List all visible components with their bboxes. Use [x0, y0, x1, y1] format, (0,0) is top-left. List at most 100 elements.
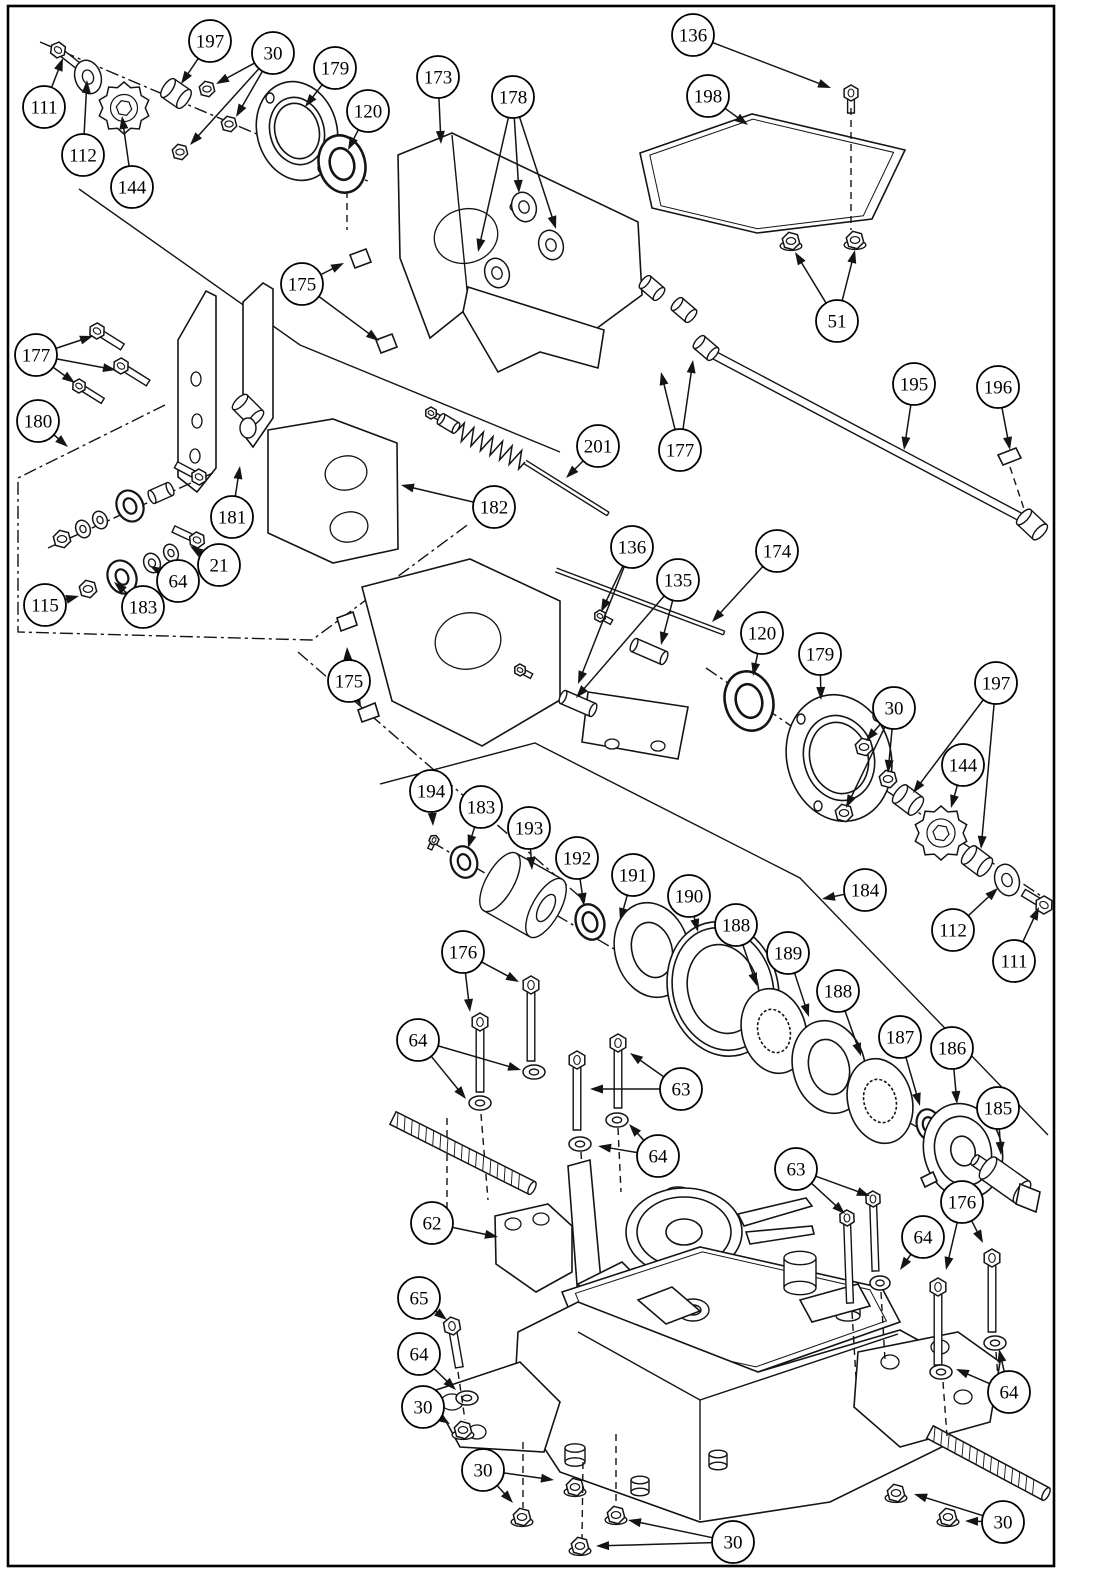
coupler-hex-icon	[1015, 1182, 1041, 1214]
leader-arrow-icon	[576, 685, 588, 698]
page-border	[6, 4, 1056, 1568]
leader-arrow-icon	[467, 834, 477, 848]
callout-112: 112	[931, 888, 998, 952]
callout-64: 64	[900, 1215, 945, 1270]
callout-circle	[878, 1015, 922, 1059]
callout-circle	[156, 559, 200, 603]
callout-64: 64	[396, 1018, 521, 1099]
callout-label: 112	[69, 146, 97, 167]
bolt-65-icon	[442, 1316, 464, 1369]
leader-arrow-icon	[846, 794, 856, 808]
nut-30-icon	[220, 115, 238, 133]
callout-circle	[401, 1385, 445, 1429]
leader-line	[947, 1222, 958, 1260]
callout-circle	[974, 661, 1018, 705]
callout-label: 180	[24, 412, 53, 433]
spring-201-icon	[457, 420, 526, 472]
bushing-197a-icon	[159, 77, 193, 110]
callout-circle	[940, 1180, 984, 1224]
callout-circle	[981, 1500, 1025, 1544]
leader-line	[793, 972, 807, 1007]
callout-circle	[491, 75, 535, 119]
dash-bolt-drop	[480, 1113, 489, 1201]
callout-circle	[22, 85, 66, 129]
leader-arrow-icon	[659, 631, 669, 645]
leader-line	[844, 1010, 859, 1046]
callout-label: 194	[417, 782, 446, 803]
leader-arrow-icon	[690, 918, 700, 932]
washer-64-icon	[568, 1136, 592, 1152]
callout-label: 181	[218, 508, 247, 529]
leader-line	[433, 1368, 449, 1383]
callout-label: 64	[1000, 1383, 1020, 1404]
leader-arrow-icon	[659, 372, 669, 386]
callout-circle	[397, 1332, 441, 1376]
callout-circle	[930, 1026, 974, 1070]
callout-label: 184	[851, 881, 880, 902]
dash-bolt-drop	[942, 1381, 948, 1437]
leader-line	[924, 1496, 984, 1517]
callout-circle	[931, 908, 975, 952]
leader-line	[904, 404, 912, 440]
leader-line	[496, 1485, 507, 1496]
leader-line	[1000, 1359, 1005, 1372]
callout-181: 181	[210, 466, 254, 539]
nut-30-icon	[563, 1477, 587, 1498]
leader-arrow-icon	[65, 595, 79, 604]
dash-196	[1009, 466, 1026, 513]
bolt-136b-icon	[513, 663, 534, 680]
leader-arrow-icon	[601, 598, 611, 612]
callout-circle	[461, 1448, 505, 1492]
callout-192: 192	[555, 836, 599, 906]
leader-arrow-icon	[628, 1518, 642, 1528]
callout-186: 186	[930, 1026, 974, 1104]
clip-175-icon	[336, 610, 358, 633]
leader-arrow-icon	[500, 1490, 513, 1503]
clutch-tab-icon	[919, 1170, 939, 1189]
callout-195: 195	[892, 362, 936, 450]
leader-arrow-icon	[852, 1042, 861, 1056]
leader-arrow-icon	[629, 1124, 642, 1137]
leader-line	[638, 1521, 713, 1539]
leader-line	[605, 565, 624, 603]
leader-line	[1001, 407, 1009, 440]
callout-circle	[611, 853, 655, 897]
leader-line	[352, 129, 360, 141]
leader-arrow-icon	[236, 103, 247, 117]
callout-64: 64	[397, 1332, 456, 1390]
pivot-ell-icon	[239, 417, 257, 439]
callout-circle	[667, 874, 711, 918]
leader-line	[919, 699, 984, 785]
washer-178-icon	[510, 191, 538, 223]
nut-30-icon	[198, 80, 216, 98]
fitting-194-icon	[426, 834, 440, 851]
callout-190: 190	[667, 874, 711, 932]
callout-label: 177	[666, 441, 695, 462]
callout-label: 64	[649, 1147, 669, 1168]
leader-arrow-icon	[435, 130, 445, 144]
callout-187: 187	[878, 1015, 922, 1106]
leader-line	[608, 1147, 638, 1154]
leader-line	[712, 41, 822, 85]
clip-175-icon	[374, 332, 399, 355]
bearing-192-icon	[574, 903, 606, 941]
nut-30-icon	[604, 1505, 628, 1526]
callout-111: 111	[992, 907, 1039, 983]
rod-201-icon	[523, 459, 610, 517]
callout-188: 188	[816, 969, 861, 1056]
leader-line	[841, 260, 854, 301]
callout-circle	[843, 868, 887, 912]
callout-173: 173	[416, 55, 460, 144]
leader-arrow-icon	[965, 1516, 979, 1526]
nut-51-icon	[779, 231, 803, 252]
leader-arrow-icon	[505, 971, 519, 982]
callout-label: 177	[22, 346, 51, 367]
callout-label: 30	[724, 1533, 743, 1554]
leader-line	[225, 62, 255, 80]
axle-shaft-left-icon	[388, 1110, 537, 1196]
leader-line	[1022, 916, 1036, 943]
callout-label: 111	[30, 98, 57, 119]
boundary-mid	[379, 742, 1049, 1136]
callout-circle	[346, 89, 390, 133]
nut-30-icon	[451, 1420, 475, 1441]
